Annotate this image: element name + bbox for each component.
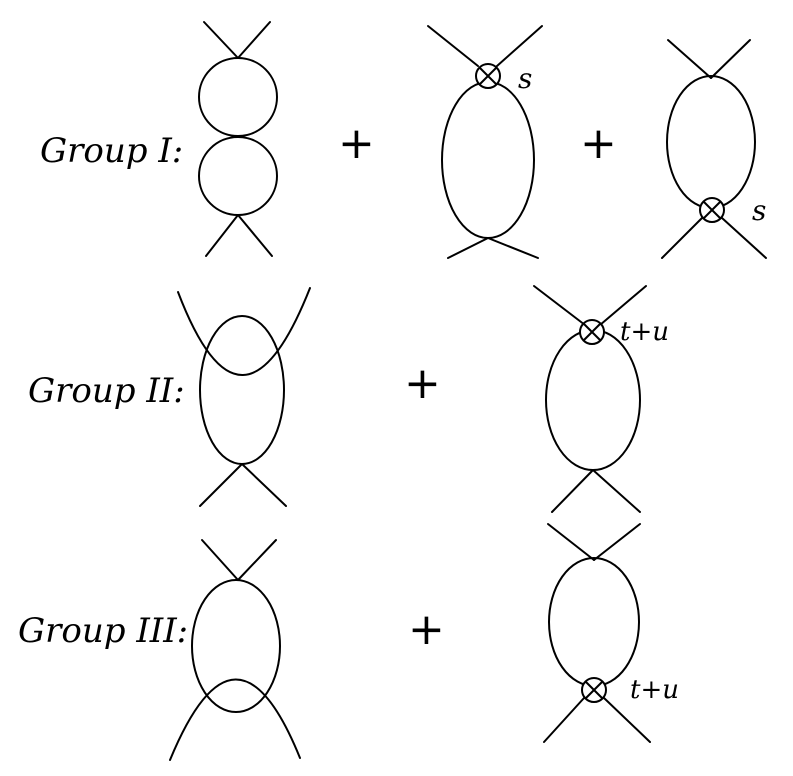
counterterm-vertex-icon	[579, 319, 605, 345]
counterterm-vertex-icon	[699, 197, 725, 223]
group-3-label: Group III:	[18, 611, 188, 651]
plus-sign-3: +	[404, 358, 441, 409]
loop	[548, 557, 640, 687]
loop	[191, 579, 281, 713]
crossing-line	[177, 287, 311, 376]
group-1-diagram-counterterm-top	[427, 25, 543, 259]
upper-loop	[198, 57, 278, 137]
loop	[545, 329, 641, 471]
loop	[441, 81, 535, 239]
group-2-diagram-crossed-loop	[177, 287, 311, 507]
channel-label-t-plus-u-2: t+u	[630, 675, 679, 705]
group-1-label: Group I:	[40, 131, 183, 171]
group-1-diagram-counterterm-bottom	[661, 39, 767, 259]
group-3-diagram-crossed-loop	[169, 539, 301, 761]
plus-sign-2: +	[580, 118, 617, 169]
counterterm-vertex-icon	[475, 63, 501, 89]
group-1-diagram-bubble-chain	[198, 21, 278, 257]
channel-label-s-2: s	[752, 194, 766, 227]
lower-loop	[198, 136, 278, 216]
plus-sign-1: +	[338, 118, 375, 169]
channel-label-t-plus-u-1: t+u	[620, 317, 669, 347]
group-2-label: Group II:	[28, 371, 185, 411]
channel-label-s-1: s	[518, 62, 532, 95]
loop	[199, 315, 285, 465]
loop	[666, 75, 756, 209]
counterterm-vertex-icon	[581, 677, 607, 703]
group-2-diagram-counterterm-top	[533, 285, 647, 513]
group-3-diagram-counterterm-bottom	[543, 523, 651, 743]
plus-sign-4: +	[408, 604, 445, 655]
crossing-line	[169, 678, 301, 761]
